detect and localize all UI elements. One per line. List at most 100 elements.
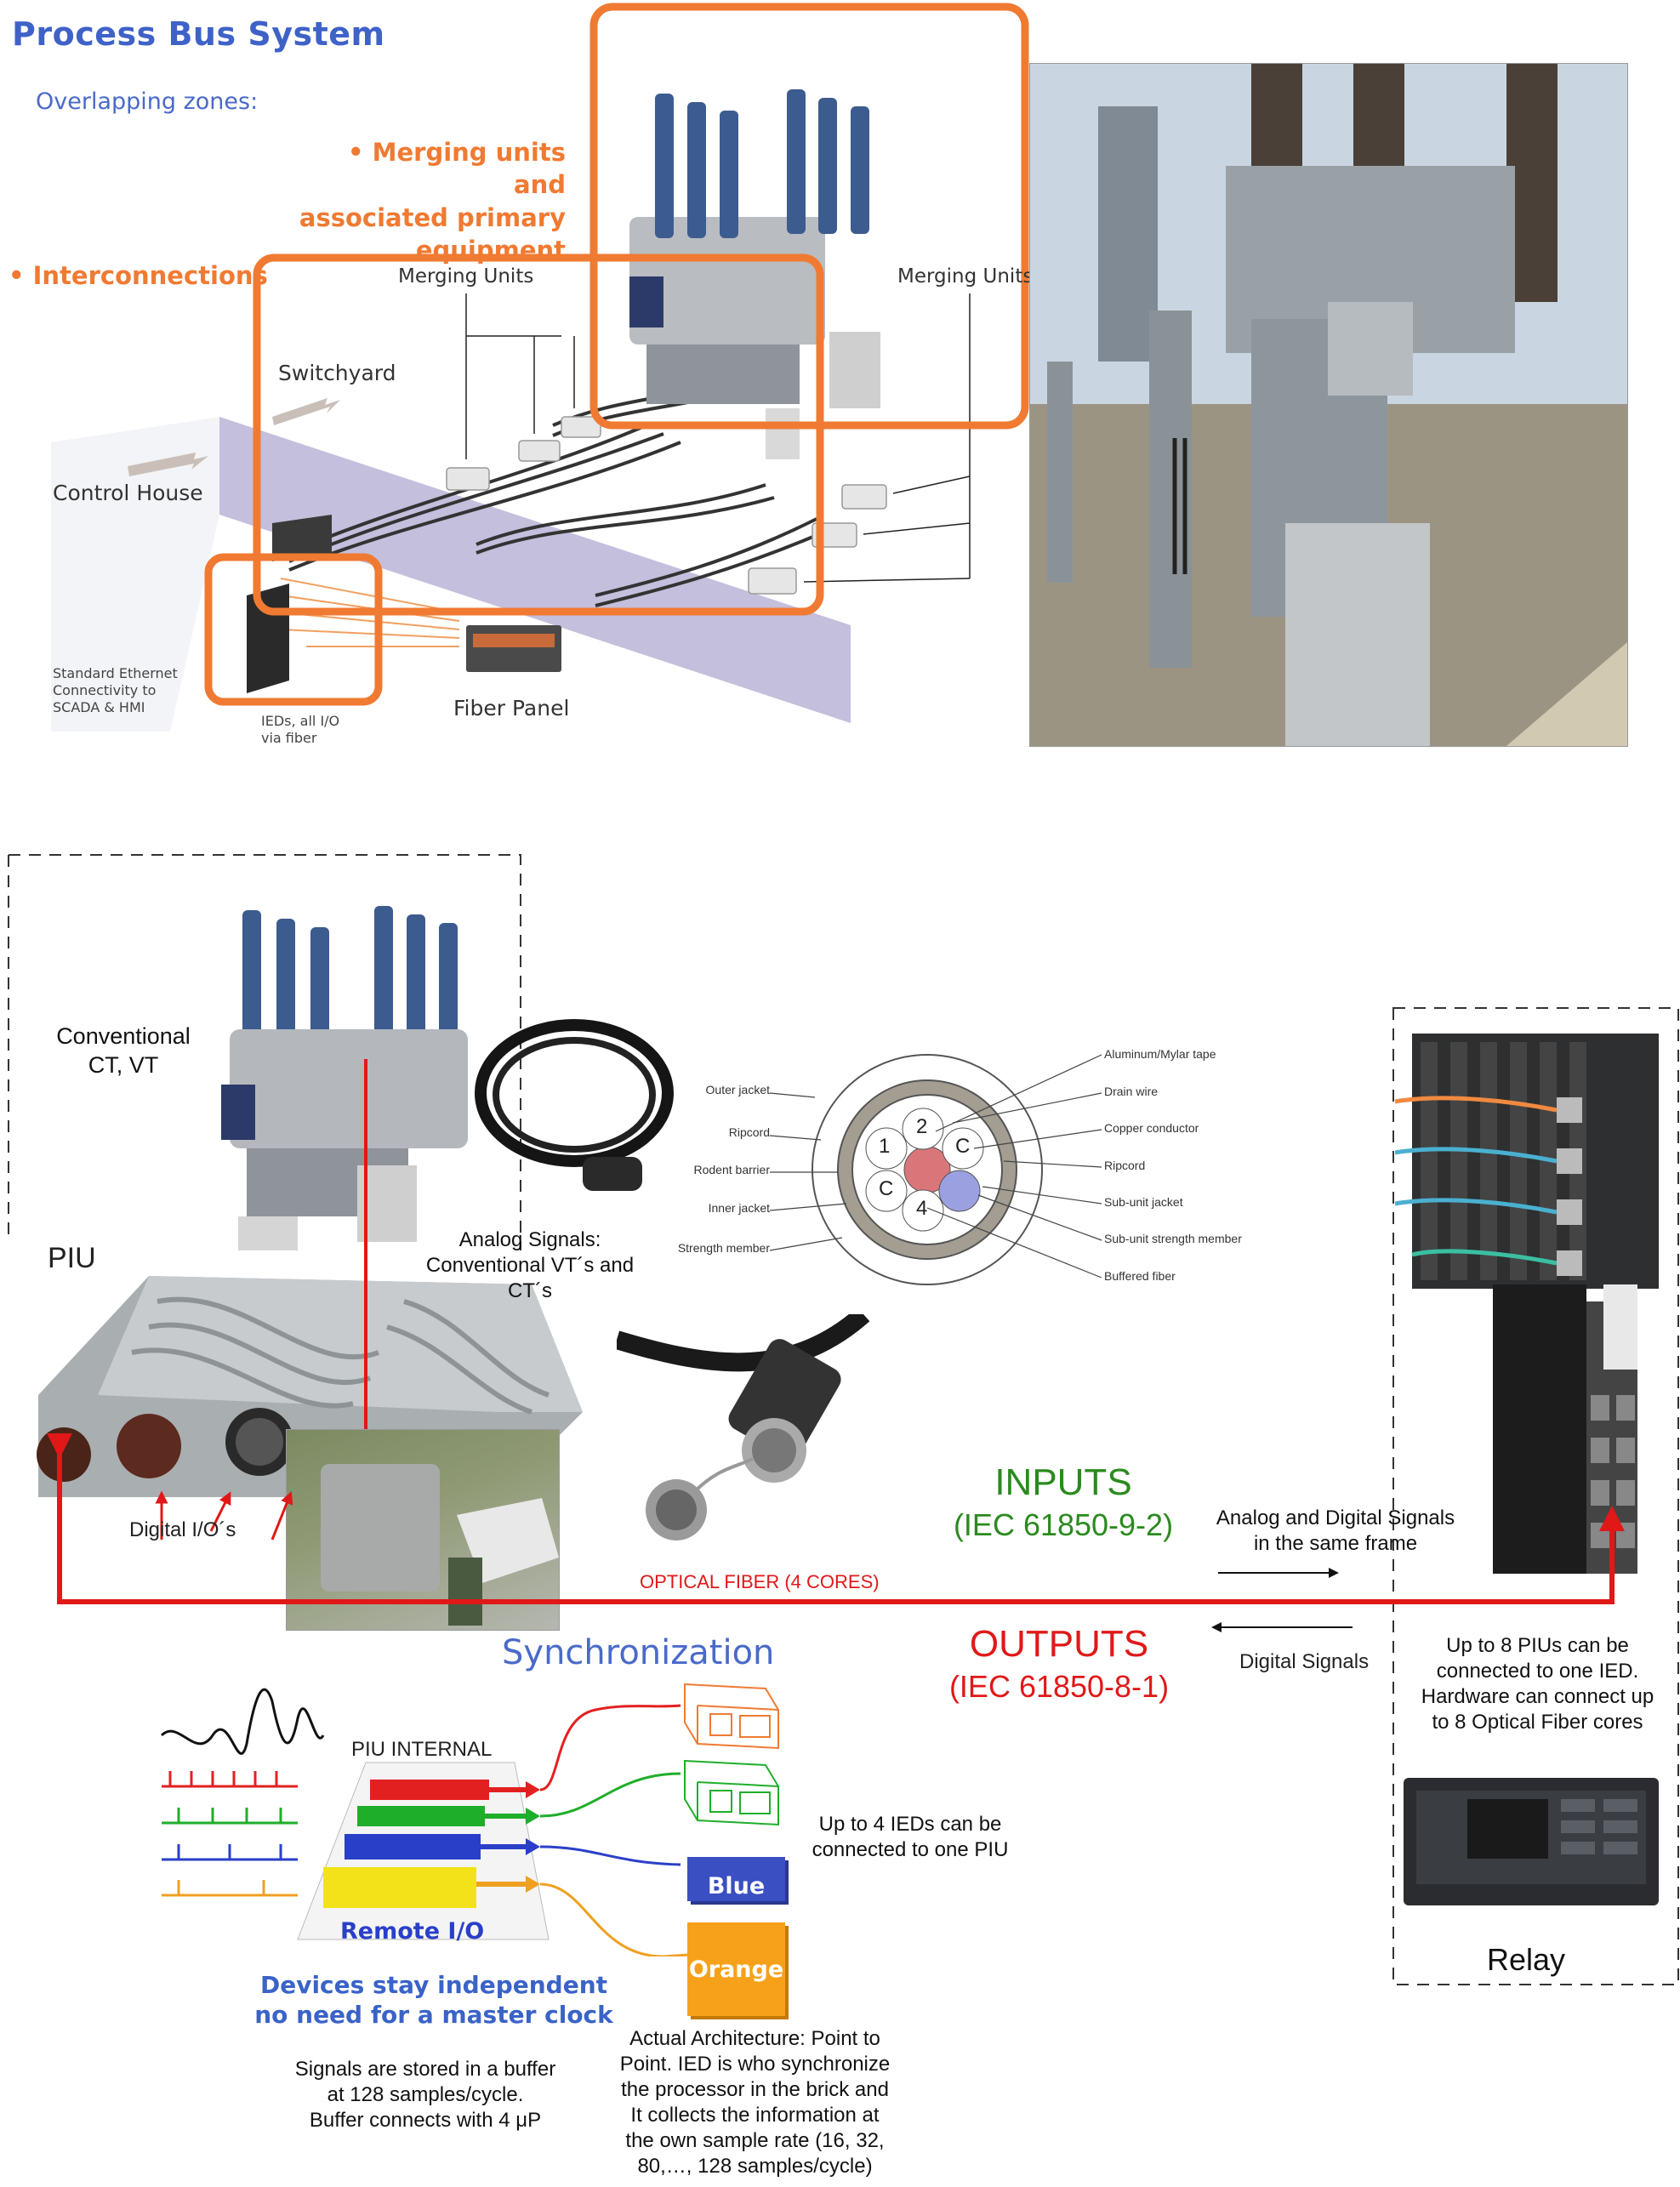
up-to-8-line-1: Up to 8 PIUs can be [1446,1634,1629,1657]
buffer-line-3: Buffer connects with 4 μP [309,2109,542,2132]
ied-orange-label: Orange [688,1956,784,1983]
label-actual-architecture: Actual Architecture: Point to Point. IED… [595,2026,914,2179]
label-digital-signals: Digital Signals [1239,1650,1370,1673]
bullet-interconnections: • Interconnections [9,261,268,290]
conventional-line-2: CT, VT [88,1051,159,1078]
arch-line-1: Actual Architecture: Point to [629,2027,880,2050]
up-to-4-line-2: connected to one PIU [812,1838,1009,1861]
core-blue [938,1170,981,1212]
bullet-merging-units: • Merging units and associated primary e… [289,136,566,266]
ethernet-line-3: SCADA & HMI [53,699,145,715]
ied-blue-label: Blue [707,1873,766,1899]
core-label-4: 4 [916,1197,928,1220]
wall-plane [219,417,851,723]
pulse-train-green [162,1808,298,1825]
label-relay: Relay [1487,1942,1566,1977]
fiber-panel-device [466,625,561,672]
label-digital-io: Digital I/O´s [129,1518,236,1541]
label-remote-io: Remote I/O [340,1918,485,1945]
ethernet-line-1: Standard Ethernet [53,665,178,681]
buffer-yellow [323,1867,476,1908]
label-optical-fiber: OPTICAL FIBER (4 CORES) [640,1571,880,1592]
up-to-8-line-3: Hardware can connect up [1421,1685,1654,1708]
inputs-standard: (IEC 61850-9-2) [953,1507,1174,1542]
analog-line-3: CT´s [508,1279,552,1302]
label-conventional-ct-vt: Conventional CT, VT [34,1022,213,1080]
pulse-train-blue [162,1844,298,1861]
core-label-1: 1 [879,1135,891,1158]
red-arrow-digital-io-2 [209,1491,231,1532]
wire-to-red-ied [539,1704,681,1791]
ied-rack-image [1395,1034,1659,1289]
arch-line-3: the processor in the brick and [621,2078,889,2101]
devices-line-2: no need for a master clock [254,2001,613,2029]
core-1 [865,1127,908,1170]
piu-internal-diagram [160,1683,779,1956]
core-2 [902,1108,944,1150]
dashed-frame-left [8,854,521,1250]
label-up-to-8-pius: Up to 8 PIUs can be connected to one IED… [1399,1633,1676,1735]
cable-label-ripcord-right: Ripcord [1104,1159,1146,1172]
cable-label-ripcord-left: Ripcord [728,1125,770,1139]
up-to-8-line-4: to 8 Optical Fiber cores [1432,1711,1643,1734]
outputs-label: OUTPUTS (IEC 61850-8-1) [927,1620,1191,1706]
arrow-switchyard [272,398,340,425]
outputs-title: OUTPUTS [969,1623,1149,1665]
core-label-2: 2 [916,1115,928,1138]
arch-line-2: Point. IED is who synchronize [619,2053,891,2076]
label-buffer-info: Signals are stored in a buffer at 128 sa… [255,2057,595,2133]
bullet-merging-line-1: • Merging units and [347,138,566,200]
optical-fiber-loop [47,1433,1625,1604]
page-title: Process Bus System [12,15,385,53]
analog-digital-line-1: Analog and Digital Signals [1216,1506,1455,1529]
relay-image [1404,1778,1659,1905]
cable-labels-right: Aluminum/Mylar tape Drain wire Copper co… [1104,1047,1242,1283]
inputs-label: INPUTS (IEC 61850-9-2) [931,1459,1195,1544]
process-bus-schematic [51,3,1029,732]
cable-label-subunit-strength: Sub-unit strength member [1104,1232,1242,1245]
buffer-line-2: at 128 samples/cycle. [327,2083,524,2106]
analog-line-1: Analog Signals: [458,1228,601,1251]
arch-line-4: It collects the information at [630,2104,880,2127]
devices-line-1: Devices stay independent [259,1971,608,1999]
buffer-red [370,1780,489,1800]
ied-cabinet [247,515,332,693]
bullet-merging-line-2: associated primary [299,202,566,232]
buffer-line-1: Signals are stored in a buffer [294,2058,556,2081]
buffer-arrows [476,1781,540,1893]
substation-photo [1029,63,1628,747]
wire-to-green-ied [539,1772,681,1818]
label-fiber-panel: Fiber Panel [453,696,570,720]
wire-to-orange-ied [539,1882,690,1956]
label-analog-signals: Analog Signals: Conventional VT´s and CT… [407,1227,653,1304]
zone-merging-units [589,3,1029,430]
ethernet-line-2: Connectivity to [53,682,157,698]
label-merging-units-right: Merging Units [897,265,1034,288]
core-4 [902,1189,944,1232]
pulse-train-red [162,1771,298,1788]
synchronization-title: Synchronization [502,1633,775,1672]
cable-label-subunit-jacket: Sub-unit jacket [1104,1195,1183,1209]
outputs-standard: (IEC 61850-8-1) [948,1669,1170,1704]
inputs-title: INPUTS [994,1461,1132,1503]
breaker-illustration-top [629,89,880,459]
cable-label-outer-jacket: Outer jacket [705,1083,770,1096]
floor-shadow [51,417,219,732]
ied-box-red [684,1683,779,1750]
zone-interconnections [253,253,824,616]
ied-orange-box: Orange [687,1922,785,2016]
buffer-green [357,1806,485,1826]
label-control-house: Control House [53,481,203,505]
up-to-8-line-2: connected to one IED. [1436,1660,1639,1683]
label-analog-digital-frame: Analog and Digital Signals in the same f… [1195,1506,1476,1557]
up-to-4-line-1: Up to 4 IEDs can be [818,1813,1002,1836]
label-devices-independent: Devices stay independent no need for a m… [247,1970,621,2030]
label-up-to-4-ieds: Up to 4 IEDs can be connected to one PIU [791,1812,1029,1863]
zone-ieds [204,553,383,706]
label-ethernet-connectivity: Standard Ethernet Connectivity to SCADA … [53,665,178,716]
core-c-left [865,1170,908,1212]
label-piu-internal: PIU INTERNAL [351,1738,493,1761]
arch-line-6: 80,…, 128 samples/cycle) [637,2155,873,2178]
